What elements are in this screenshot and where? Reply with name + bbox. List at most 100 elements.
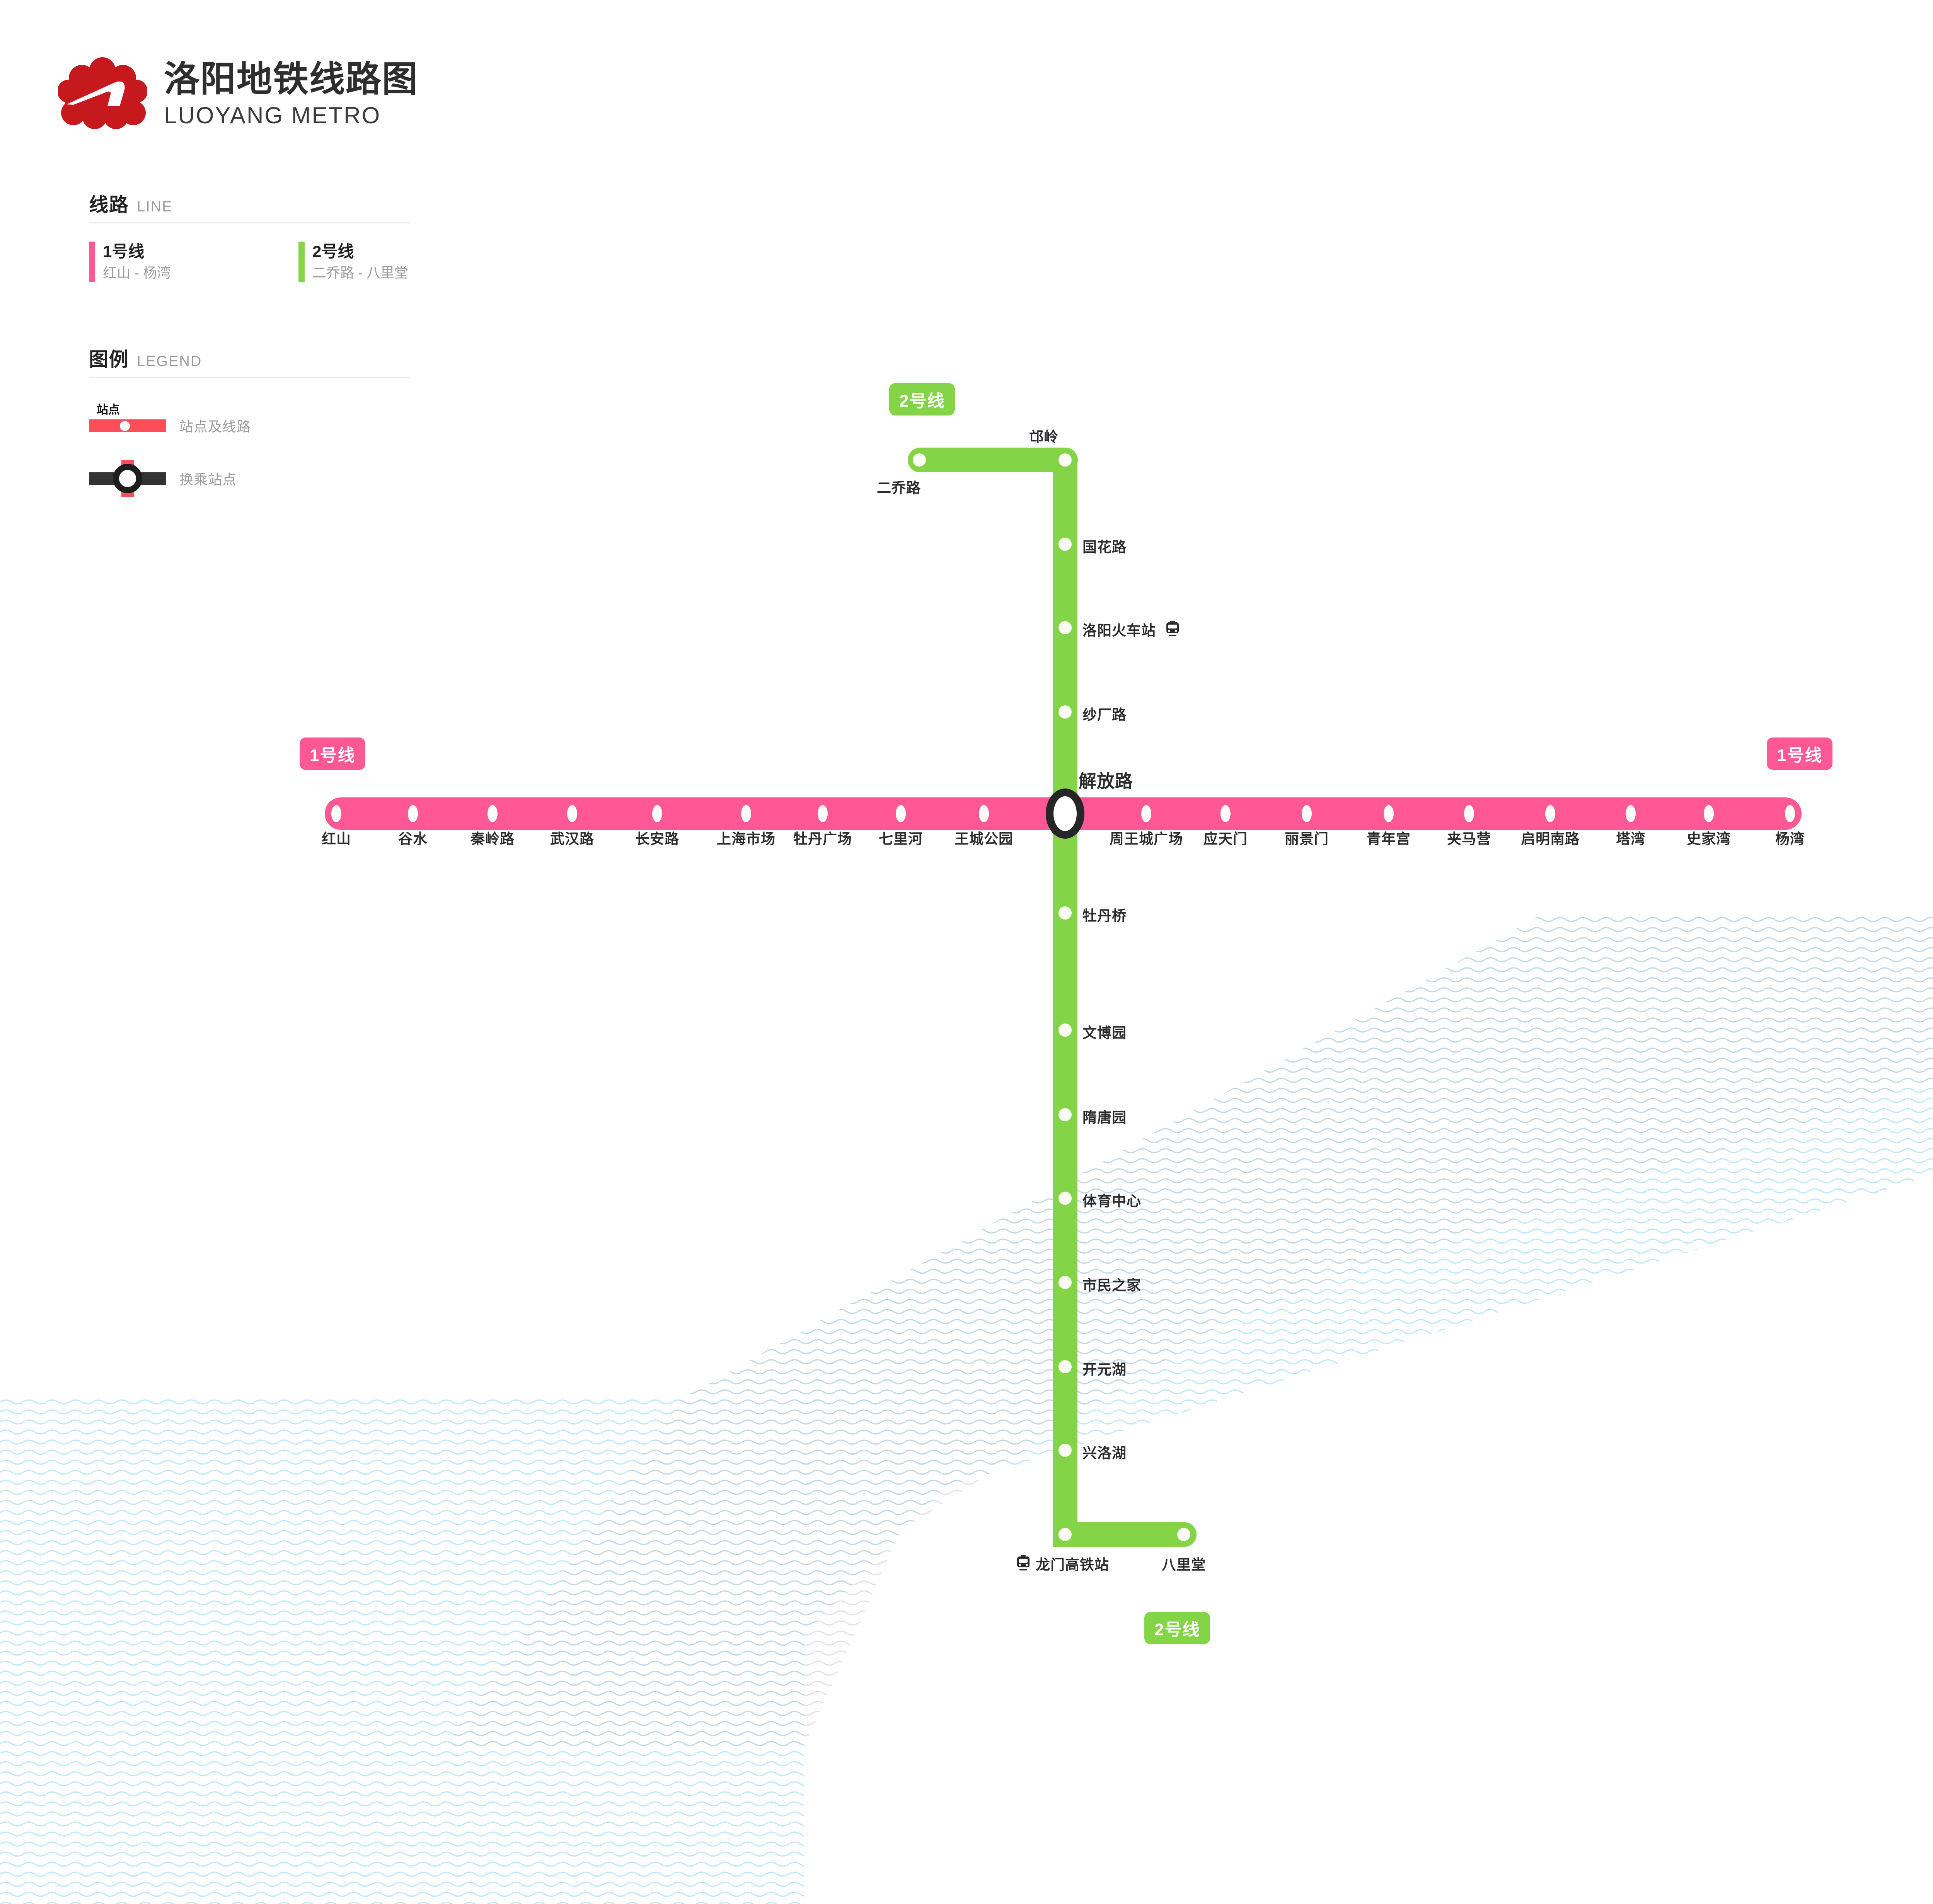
badge-line1-west[interactable]: 1号线: [300, 737, 366, 770]
station-label-kaiyuanhu: 开元湖: [1082, 1362, 1127, 1378]
station-dot-mudanguangchang[interactable]: [818, 805, 828, 822]
station-label-zhouwangchengguangchang: 周王城广场: [1110, 831, 1183, 847]
station-dot-tiyuzhongxin[interactable]: [1059, 1192, 1072, 1205]
station-label-jiamaying: 夹马营: [1447, 831, 1491, 847]
station-dot-qimingnanlu[interactable]: [1545, 805, 1555, 822]
section-line-cn: 线路: [89, 194, 129, 216]
station-and-line-icon: 站点: [89, 404, 166, 435]
station-label-longmengaotiezhan-text: 龙门高铁站: [1036, 1557, 1109, 1573]
section-legend-cn: 图例: [89, 349, 129, 370]
legend-station-dot: [120, 421, 130, 431]
station-label-gushui: 谷水: [398, 831, 428, 847]
station-dot-luoyanghuochezhan[interactable]: [1059, 621, 1072, 634]
station-dot-qinlinglu[interactable]: [488, 805, 498, 822]
station-dot-mangling[interactable]: [1059, 453, 1072, 467]
section-line-en: LINE: [137, 199, 173, 215]
line-legend-list: 1号线 红山 - 杨湾 2号线 二乔路 - 八里堂: [89, 242, 408, 283]
station-label-guohualu: 国花路: [1082, 539, 1127, 555]
line-legend-item-1[interactable]: 1号线 红山 - 杨湾: [89, 242, 171, 283]
station-label-shijiawan: 史家湾: [1687, 831, 1731, 847]
station-dot-tawan[interactable]: [1626, 805, 1636, 822]
station-label-longmengaotiezhan: 龙门高铁站: [1015, 1553, 1109, 1574]
legend-interchange-ring: [113, 464, 142, 493]
line-legend-item-2[interactable]: 2号线 二乔路 - 八里堂: [298, 242, 408, 283]
station-label-suitangyuan: 隋唐园: [1082, 1110, 1127, 1126]
station-dot-shiminzhijia[interactable]: [1059, 1276, 1072, 1289]
station-dot-qilihe[interactable]: [896, 805, 906, 822]
station-dot-wuhanlu[interactable]: [567, 805, 577, 822]
station-dot-zhouwangchengguangchang[interactable]: [1141, 805, 1151, 822]
station-dot-mudanqiao[interactable]: [1059, 906, 1072, 920]
station-label-luoyanghuochezhan-text: 洛阳火车站: [1082, 623, 1156, 639]
station-label-lijingmen: 丽景门: [1285, 831, 1329, 847]
section-line-divider: [89, 222, 410, 223]
line2-track-trunk: [1053, 448, 1077, 1547]
station-label-tiyuzhongxin: 体育中心: [1082, 1193, 1141, 1209]
station-dot-balitang[interactable]: [1177, 1528, 1190, 1541]
section-legend-en: LEGEND: [137, 353, 202, 370]
line2-name: 2号线: [312, 242, 354, 261]
station-label-shachanglu: 纱厂路: [1082, 707, 1127, 723]
station-dot-changanlu[interactable]: [652, 805, 662, 822]
line1-endpoints: 红山 - 杨湾: [103, 264, 171, 281]
station-label-qilihe: 七里河: [879, 831, 923, 847]
badge-line2-south[interactable]: 2号线: [1144, 1612, 1210, 1644]
station-dot-shanghaishichang[interactable]: [741, 805, 751, 822]
station-dot-suitangyuan[interactable]: [1059, 1108, 1072, 1121]
station-label-qimingnanlu: 启明南路: [1521, 831, 1580, 847]
station-dot-qingniangong[interactable]: [1384, 805, 1394, 822]
page-title: 洛阳地铁线路图: [164, 60, 419, 99]
station-dot-hongshan[interactable]: [331, 805, 341, 822]
legend-item-interchange: 换乘站点: [89, 460, 237, 497]
station-dot-erqiaolu[interactable]: [913, 453, 926, 467]
station-dot-guohualu[interactable]: [1059, 538, 1072, 551]
station-label-hongshan: 红山: [322, 831, 351, 847]
badge-line2-north[interactable]: 2号线: [889, 383, 955, 416]
station-dot-gushui[interactable]: [408, 805, 418, 822]
high-speed-train-icon: [1017, 1555, 1030, 1570]
station-dot-kaiyuanhu[interactable]: [1059, 1360, 1072, 1373]
line2-color-swatch: [298, 242, 305, 283]
legend-item-station: 站点 站点及线路: [89, 404, 251, 436]
station-label-yangwan: 杨湾: [1775, 831, 1805, 847]
station-label-xingluohu: 兴洛湖: [1082, 1445, 1127, 1461]
page-subtitle: LUOYANG METRO: [164, 102, 381, 128]
station-label-tawan: 塔湾: [1616, 831, 1645, 847]
station-dot-yingtianmen[interactable]: [1220, 805, 1231, 822]
line2-track-north-arm: [908, 448, 1078, 472]
station-dot-lijingmen[interactable]: [1302, 805, 1312, 822]
section-heading-legend: 图例 LEGEND: [89, 344, 202, 372]
station-label-qinlinglu: 秦岭路: [470, 831, 515, 847]
station-label-changanlu: 长安路: [635, 831, 679, 847]
interchange-station-icon: [89, 460, 166, 497]
line1-name: 1号线: [103, 242, 145, 261]
station-dot-shachanglu[interactable]: [1059, 705, 1072, 719]
station-label-shiminzhijia: 市民之家: [1082, 1277, 1141, 1293]
station-label-luoyanghuochezhan: 洛阳火车站: [1082, 619, 1181, 640]
section-heading-line: 线路 LINE: [89, 189, 172, 217]
station-label-wuhanlu: 武汉路: [550, 831, 594, 847]
station-label-qingniangong: 青年宫: [1367, 831, 1411, 847]
interchange-station-jiefanglu[interactable]: [1046, 789, 1084, 839]
line2-track-south-arm: [1053, 1522, 1197, 1547]
station-dot-shijiawan[interactable]: [1704, 805, 1714, 822]
legend-station-label: 站点及线路: [179, 419, 251, 434]
section-legend-divider: [89, 377, 410, 378]
station-dot-wangchenggongyuan[interactable]: [979, 805, 989, 822]
station-label-shanghaishichang: 上海市场: [717, 831, 776, 847]
station-label-mudanguangchang: 牡丹广场: [793, 831, 852, 847]
page-header: 洛阳地铁线路图 LUOYANG METRO: [58, 54, 418, 133]
station-label-jiefanglu: 解放路: [1079, 771, 1133, 791]
station-dot-wenboyuan[interactable]: [1059, 1024, 1072, 1037]
station-label-mudanqiao: 牡丹桥: [1082, 908, 1127, 924]
station-dot-xingluohu[interactable]: [1059, 1444, 1072, 1457]
station-label-balitang: 八里堂: [1162, 1557, 1206, 1573]
badge-line1-east[interactable]: 1号线: [1767, 737, 1833, 770]
station-dot-longmengaotiezhan[interactable]: [1059, 1528, 1072, 1541]
line2-endpoints: 二乔路 - 八里堂: [312, 264, 408, 281]
luoyang-metro-peony-logo: [58, 57, 147, 129]
station-label-wenboyuan: 文博园: [1082, 1025, 1127, 1041]
legend-station-caption: 站点: [97, 404, 120, 416]
station-dot-yangwan[interactable]: [1785, 805, 1795, 822]
station-dot-jiamaying[interactable]: [1464, 805, 1474, 822]
